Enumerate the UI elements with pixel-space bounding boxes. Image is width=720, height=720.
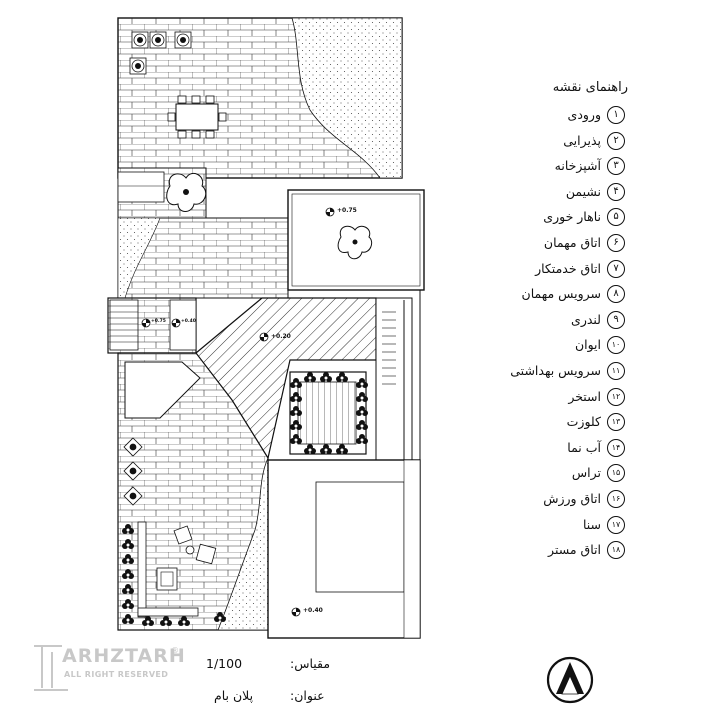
legend-item-number: ۱ xyxy=(607,106,625,124)
legend-item: ۱۷ سنا xyxy=(440,515,625,538)
legend-item-label: لندری xyxy=(571,311,601,327)
title-label: عنوان: xyxy=(290,688,325,703)
legend-item-number: ۱۳ xyxy=(607,413,625,432)
legend-item: ۱۳ کلوزت xyxy=(440,413,625,435)
legend-item-number: ۱۸ xyxy=(607,541,625,560)
legend-item-number: ۲ xyxy=(607,131,625,150)
legend-item: ۷ اتاق خدمتکار xyxy=(440,259,625,282)
legend-item: ۱۶ اتاق ورزش xyxy=(440,490,625,512)
legend-item: ۱۵ تراس xyxy=(440,464,625,486)
title-value: پلان بام xyxy=(214,688,254,703)
logo-mark-icon xyxy=(34,645,68,691)
legend-item-number: ۸ xyxy=(607,285,625,304)
legend-item-number: ۱۷ xyxy=(607,515,625,534)
legend-item-number: ۱۵ xyxy=(607,464,625,483)
legend-item-label: پذیرایی xyxy=(563,132,601,148)
legend-item-label: سنا xyxy=(582,516,601,532)
logo-subtitle: ALL RIGHT RESERVED xyxy=(64,670,169,679)
elevation-label-stair-right: +0.40 xyxy=(181,319,196,324)
elevation-label-lower-room: +0.40 xyxy=(303,607,323,614)
legend-item-label: اتاق مستر xyxy=(548,542,601,558)
legend-item-number: ۱۰ xyxy=(607,336,625,355)
legend-item-number: ۷ xyxy=(607,259,625,278)
elevation-label-stair-left: +0.75 xyxy=(151,319,166,324)
legend-item: ۳ آشپزخانه xyxy=(440,157,625,179)
legend-item-number: ۳ xyxy=(607,157,625,176)
brand-logo: ARHZTARH ALL RIGHT RESERVED ® xyxy=(30,643,190,693)
legend-item-number: ۱۲ xyxy=(607,387,625,406)
legend-item: ۱۲ استخر xyxy=(440,387,625,410)
legend-item-label: نشیمن xyxy=(565,183,601,199)
scale-label: مقیاس: xyxy=(290,656,331,671)
legend-item: ۶ اتاق مهمان xyxy=(440,234,625,256)
legend-item: ۲ پذیرایی xyxy=(440,131,625,154)
legend-item-number: ۴ xyxy=(607,182,625,201)
legend-item: ۴ نشیمن xyxy=(440,182,625,205)
legend-item: ۵ ناهار خوری xyxy=(440,208,625,230)
legend-item-label: ایوان xyxy=(574,337,601,353)
legend-item: ۹ لندری xyxy=(440,310,625,333)
legend-item: ۱۸ اتاق مستر xyxy=(440,541,625,563)
legend-item: ۱۴ آب نما xyxy=(440,438,625,461)
legend-item: ۱۰ ایوان xyxy=(440,336,625,358)
legend-item-label: تراس xyxy=(571,465,601,481)
legend-item-number: ۶ xyxy=(607,234,625,252)
legend-item-number: ۱۱ xyxy=(607,362,625,380)
legend-item-label: سرویس مهمان xyxy=(521,286,601,302)
legend-item: ۱۱ سرویس بهداشتی xyxy=(440,362,625,384)
legend-item-label: سرویس بهداشتی xyxy=(510,363,601,378)
legend-item-label: آشپزخانه xyxy=(554,158,601,174)
scale-value: 1/100 xyxy=(206,656,243,671)
legend-item-label: ناهار خوری xyxy=(543,209,601,225)
elevation-label-upper-room: +0.75 xyxy=(337,207,357,214)
legend-item-number: ۹ xyxy=(607,310,625,329)
legend-item-label: آب نما xyxy=(567,439,601,455)
north-arrow-icon xyxy=(546,656,594,704)
legend-item-label: اتاق خدمتکار xyxy=(535,260,601,276)
legend-item-label: ورودی xyxy=(567,107,601,122)
legend-item-number: ۱۶ xyxy=(607,490,625,508)
legend-item-label: اتاق مهمان xyxy=(543,235,601,250)
legend-title: راهنمای نقشه xyxy=(552,80,628,95)
legend-item-number: ۵ xyxy=(607,208,625,227)
elevation-label-deck: +0.20 xyxy=(271,333,291,340)
legend-item: ۸ سرویس مهمان xyxy=(440,285,625,307)
logo-name: ARHZTARH xyxy=(62,645,186,667)
legend-item-number: ۱۴ xyxy=(607,438,625,457)
legend-item-label: استخر xyxy=(568,388,601,404)
logo-registered-mark: ® xyxy=(171,646,179,655)
legend-item: ۱ ورودی xyxy=(440,106,625,128)
legend-item-label: اتاق ورزش xyxy=(543,491,601,506)
legend-item-label: کلوزت xyxy=(566,414,601,430)
